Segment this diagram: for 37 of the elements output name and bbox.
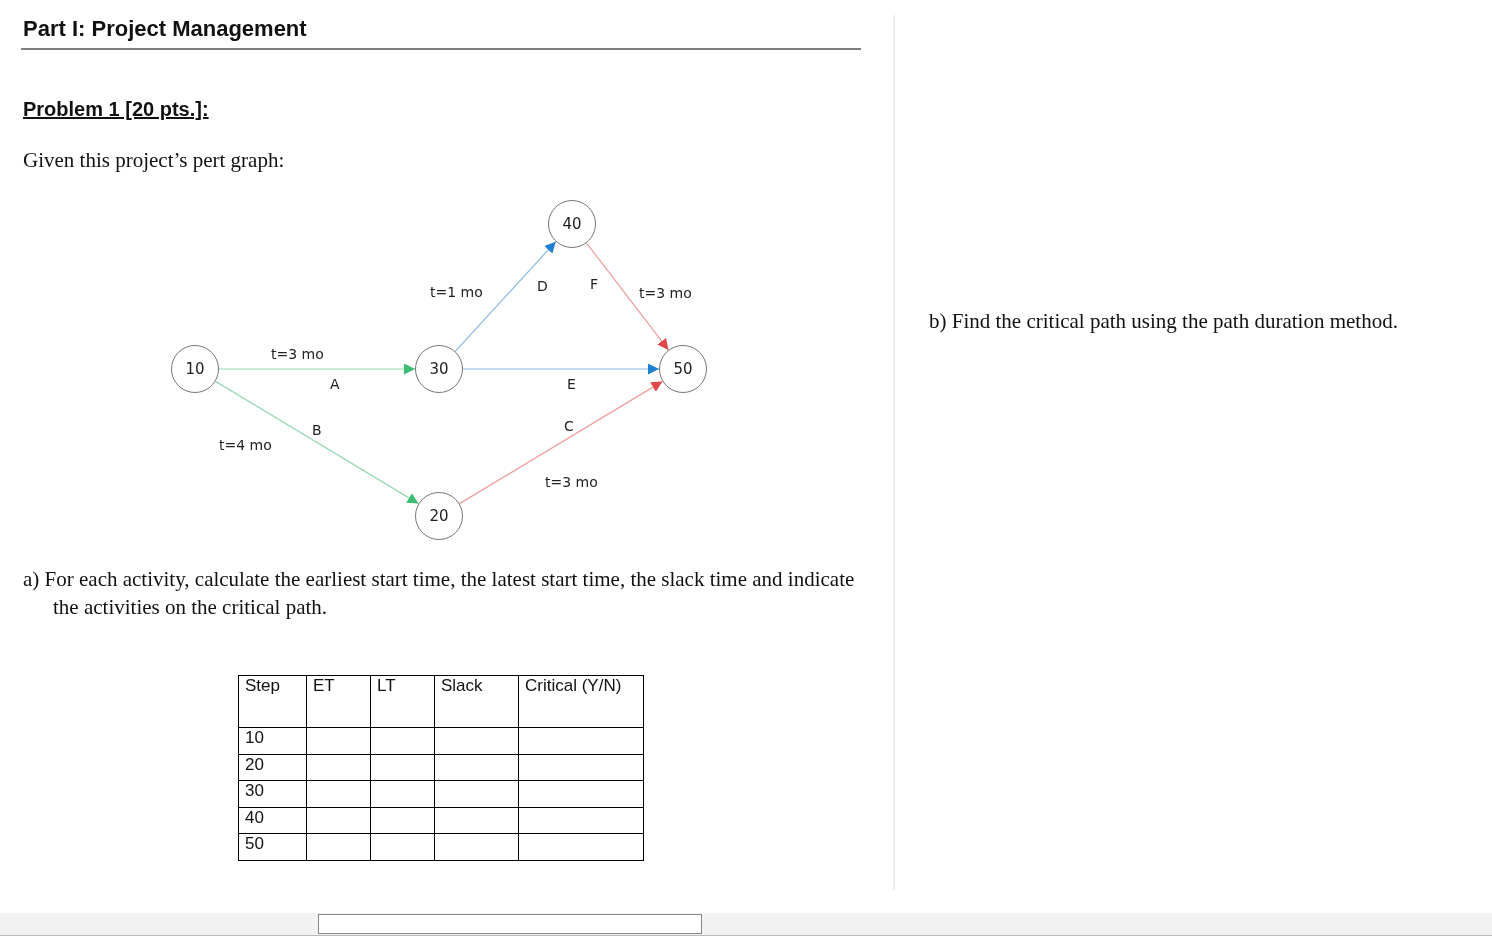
edge-label: D [537, 278, 548, 294]
table-cell: 30 [238, 780, 307, 807]
event-circle: 50 [659, 345, 707, 393]
problem-heading: Problem 1 [20 pts.]: [23, 98, 209, 121]
table-cell: 10 [238, 727, 307, 754]
question-text: b) Find the critical path using the path duration method. [929, 309, 1398, 334]
arrow [586, 242, 669, 351]
page-title: Part I: Project Management [23, 16, 307, 42]
event-circle: 30 [415, 345, 463, 393]
arrow [214, 380, 420, 505]
event-circle: 40 [548, 200, 596, 248]
table-cell: 50 [238, 833, 307, 860]
table-header-cell: LT [370, 675, 435, 728]
arrow [458, 380, 664, 505]
event-circle: 20 [415, 492, 463, 540]
edge-label: C [564, 418, 574, 434]
arrow [218, 363, 416, 375]
edge-label: E [567, 376, 576, 392]
question-text: a) For each activity, calculate the earliest start time, the latest start time, the slack time and indicate the activities on the critical path. [23, 566, 856, 621]
edge-label: A [330, 376, 340, 392]
arrow [454, 241, 557, 352]
duration-label: t=3 mo [271, 346, 324, 362]
instruction-text: Given this project’s pert graph: [23, 148, 285, 173]
edge-label: B [312, 422, 322, 438]
table-cell: 40 [238, 807, 307, 834]
duration-label: t=1 mo [430, 284, 483, 300]
edge-label: F [590, 276, 599, 292]
duration-label: t=3 mo [545, 474, 598, 490]
table-header-cell: Step [238, 675, 307, 728]
table-header-cell: Slack [434, 675, 519, 728]
event-circle: 10 [171, 345, 219, 393]
duration-label: t=4 mo [219, 437, 272, 453]
table-cell: 20 [238, 754, 307, 781]
duration-label: t=3 mo [639, 285, 692, 301]
table-header-cell: Critical (Y/N) [518, 675, 644, 728]
table-header-cell: ET [306, 675, 371, 728]
arrow [462, 363, 660, 375]
